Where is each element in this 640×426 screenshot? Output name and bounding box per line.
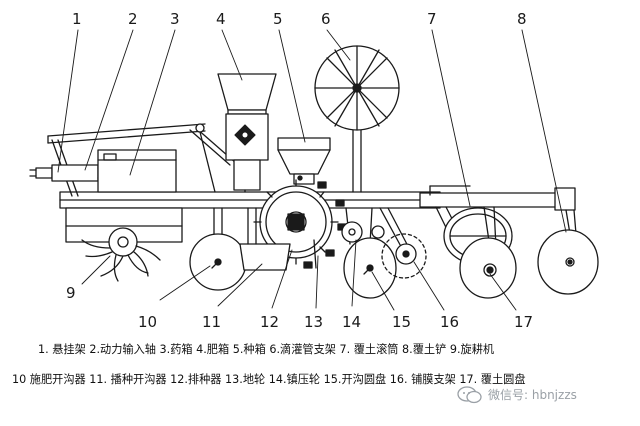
watermark-text: 微信号: hbnjzzs bbox=[488, 388, 577, 402]
fertilizer-box bbox=[217, 73, 277, 193]
press-wheel bbox=[341, 207, 385, 245]
drip-tube-support bbox=[314, 45, 400, 193]
callout-17: 17 bbox=[514, 313, 533, 331]
callout-11: 11 bbox=[202, 313, 221, 331]
furrow-disc bbox=[343, 237, 397, 299]
fertilizer-furrow-opener bbox=[189, 207, 247, 291]
callout-13: 13 bbox=[304, 313, 323, 331]
callout-5: 5 bbox=[273, 10, 283, 28]
callout-7: 7 bbox=[427, 10, 437, 28]
callout-8: 8 bbox=[517, 10, 527, 28]
wechat-icon bbox=[457, 386, 482, 404]
seed-box bbox=[277, 137, 331, 185]
callout-14: 14 bbox=[342, 313, 361, 331]
callout-3: 3 bbox=[170, 10, 180, 28]
chemical-box bbox=[97, 149, 177, 193]
callout-15: 15 bbox=[392, 313, 411, 331]
callout-4: 4 bbox=[216, 10, 226, 28]
main-frame bbox=[59, 185, 576, 211]
callout-2: 2 bbox=[128, 10, 138, 28]
callout-10: 10 bbox=[138, 313, 157, 331]
seed-furrow-opener bbox=[239, 207, 317, 271]
legend-line-1: 1. 悬挂架 2.动力输入轴 3.药箱 4.肥箱 5.种箱 6.滴灌管支架 7.… bbox=[38, 343, 495, 356]
callout-1: 1 bbox=[72, 10, 82, 28]
covering-shovel bbox=[537, 209, 599, 295]
leader-lines bbox=[57, 29, 567, 311]
callout-16: 16 bbox=[440, 313, 459, 331]
covering-disc bbox=[459, 206, 517, 299]
callout-12: 12 bbox=[260, 313, 279, 331]
watermark: 微信号: hbnjzzs bbox=[456, 384, 636, 406]
callout-9: 9 bbox=[66, 284, 76, 302]
callout-6: 6 bbox=[321, 10, 331, 28]
rotary-tiller bbox=[65, 207, 183, 282]
film-laying-support bbox=[379, 207, 427, 279]
callout-numbers: 1 2 3 4 5 6 7 8 9 10 11 12 13 14 15 16 1… bbox=[66, 10, 533, 331]
legend-line-2: 10 施肥开沟器 11. 播种开沟器 12.排种器 13.地轮 14.镇压轮 1… bbox=[12, 373, 526, 386]
